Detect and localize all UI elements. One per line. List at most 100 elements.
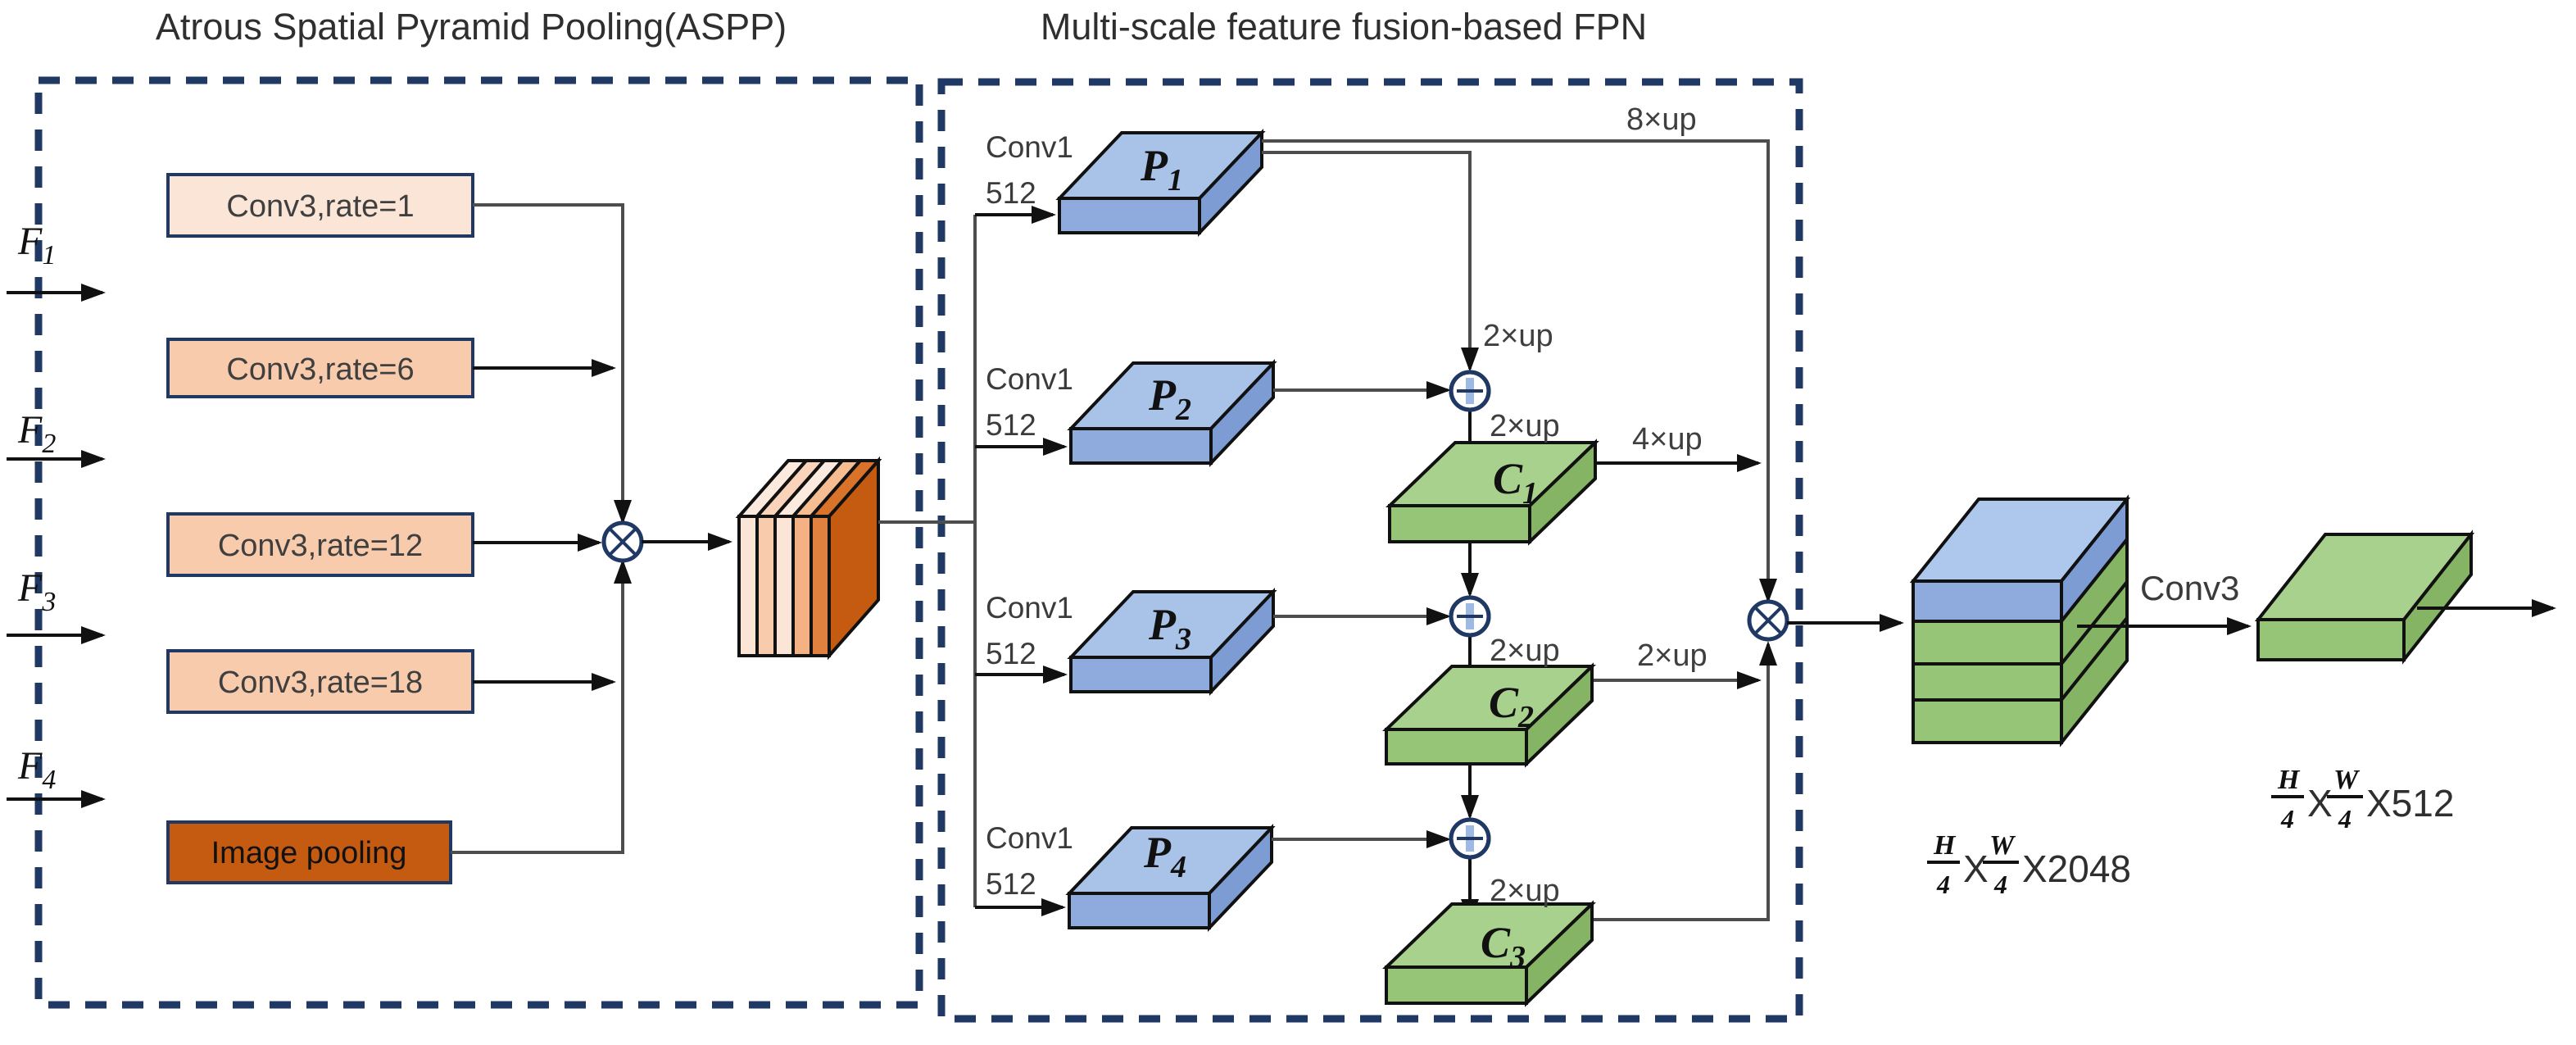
svg-text:P1: P1 xyxy=(1140,141,1183,198)
f1-label: F xyxy=(17,220,43,263)
aspp-feature-stack xyxy=(735,456,882,661)
c1-label: C xyxy=(1493,454,1523,503)
svg-text:P3: P3 xyxy=(1148,600,1191,657)
p3-conv-label: Conv1 xyxy=(986,591,1073,625)
f2-sub: 2 xyxy=(42,429,56,459)
conv3-rate12-label: Conv3,rate=12 xyxy=(218,529,423,563)
up2-c2-in-label: 2×up xyxy=(1490,634,1560,668)
dim2048-h: H xyxy=(1933,830,1957,861)
c2-slab: C2 xyxy=(1382,662,1596,768)
c3-to-concat-line xyxy=(1592,641,1777,921)
conv3-rate12-box: Conv3,rate=12 xyxy=(166,512,474,577)
input-f3: F3 xyxy=(7,566,106,644)
p2-label-sub: 2 xyxy=(1175,393,1191,427)
up2-c1-label: 2×up xyxy=(1490,409,1560,443)
up2-c2-out-label: 2×up xyxy=(1637,638,1708,673)
svg-text:C3: C3 xyxy=(1481,918,1526,975)
dim512-w: W xyxy=(2333,765,2361,795)
up4-label: 4×up xyxy=(1632,422,1703,457)
conv3-label: Conv3 xyxy=(2140,569,2239,607)
up8-label: 8×up xyxy=(1626,102,1697,137)
p4-label: P xyxy=(1143,828,1172,877)
conv3-rate6-label: Conv3,rate=6 xyxy=(226,352,414,387)
dim2048-w-den: 4 xyxy=(1993,870,2007,899)
c1-label-sub: 1 xyxy=(1522,476,1538,511)
up2-p1-label: 2×up xyxy=(1483,319,1553,353)
c2-label: C xyxy=(1489,678,1519,727)
conv3-rate18-label: Conv3,rate=18 xyxy=(218,666,423,700)
p1-channels-label: 512 xyxy=(986,176,1036,210)
rate1-to-concat-line xyxy=(473,203,632,525)
p2-label: P xyxy=(1148,370,1177,420)
p3-slab: P3 xyxy=(1067,587,1277,697)
c3-label-sub: 3 xyxy=(1509,940,1526,975)
fpn-title: Multi-scale feature fusion-based FPN xyxy=(1041,6,1647,48)
dim2048-h-den: 4 xyxy=(1936,870,1950,899)
p4-conv-label: Conv1 xyxy=(986,821,1073,855)
concat-multiply-icon-aspp xyxy=(601,520,644,563)
conv3-rate18-box: Conv3,rate=18 xyxy=(166,649,474,714)
svg-text:C1: C1 xyxy=(1493,454,1538,511)
c3-label: C xyxy=(1481,918,1511,967)
imagepool-to-concat-line xyxy=(451,559,632,854)
svg-text:P4: P4 xyxy=(1143,828,1186,884)
input-f4: F4 xyxy=(7,744,106,808)
p1-label: P xyxy=(1140,141,1168,190)
svg-text:F2: F2 xyxy=(17,408,56,459)
p2-slab: P2 xyxy=(1067,358,1277,468)
p3-label: P xyxy=(1148,600,1177,649)
input-f1: F1 xyxy=(7,220,106,302)
svg-text:F4: F4 xyxy=(17,744,56,795)
aspp-dashed-box xyxy=(34,76,923,1009)
f1-sub: 1 xyxy=(42,240,56,270)
f4-label: F xyxy=(17,744,43,788)
conv3-rate1-box: Conv3,rate=1 xyxy=(166,173,474,238)
add-icon-1 xyxy=(1449,370,1491,412)
f3-sub: 3 xyxy=(41,587,56,617)
conv3-rate6-box: Conv3,rate=6 xyxy=(166,338,474,398)
f3-label: F xyxy=(17,566,43,610)
p1-conv-label: Conv1 xyxy=(986,130,1073,164)
svg-text:C2: C2 xyxy=(1489,678,1534,734)
p1-slab: P1 xyxy=(1055,128,1266,238)
p4-channels-label: 512 xyxy=(986,867,1036,901)
dim512-times: X xyxy=(2307,782,2333,825)
svg-text:F1: F1 xyxy=(17,220,56,270)
p1-label-sub: 1 xyxy=(1168,163,1183,198)
dim-label-512: H 4 X W 4 X512 xyxy=(2271,765,2454,834)
svg-text:P2: P2 xyxy=(1148,370,1191,427)
image-pooling-box: Image pooling xyxy=(166,820,452,884)
dim-label-2048: H 4 X W 4 X2048 xyxy=(1927,830,2131,899)
output-feature-stack xyxy=(1909,494,2131,747)
p2-channels-label: 512 xyxy=(986,408,1036,442)
image-pooling-label: Image pooling xyxy=(211,836,407,870)
p2-conv-label: Conv1 xyxy=(986,362,1073,396)
dim512-h: H xyxy=(2277,765,2301,795)
p1-8xup-line xyxy=(1262,139,1777,603)
p1-2xup-drop-line xyxy=(1262,151,1479,372)
input-f2: F2 xyxy=(7,408,106,468)
dim512-channels: X512 xyxy=(2366,782,2454,825)
dim2048-times: X xyxy=(1963,847,1989,890)
dim2048-w: W xyxy=(1989,830,2016,861)
conv3-rate1-label: Conv3,rate=1 xyxy=(226,189,414,224)
p3-label-sub: 3 xyxy=(1175,622,1191,657)
dim2048-channels: X2048 xyxy=(2022,847,2131,890)
add-icon-3 xyxy=(1449,817,1491,860)
c3-slab: C3 xyxy=(1382,900,1596,1007)
c2-label-sub: 2 xyxy=(1517,700,1534,734)
aspp-title: Atrous Spatial Pyramid Pooling(ASPP) xyxy=(156,6,787,48)
svg-text:F3: F3 xyxy=(17,566,56,617)
add-icon-2 xyxy=(1449,595,1491,638)
p3-channels-label: 512 xyxy=(986,637,1036,670)
f4-sub: 4 xyxy=(42,765,56,795)
c1-slab: C1 xyxy=(1386,438,1599,546)
fpn-dashed-box xyxy=(937,78,1803,1023)
concat-multiply-icon-fpn xyxy=(1747,599,1789,642)
dim512-h-den: 4 xyxy=(2280,804,2294,834)
f2-label: F xyxy=(17,408,43,452)
p4-label-sub: 4 xyxy=(1170,850,1186,884)
final-green-slab xyxy=(2254,529,2475,665)
